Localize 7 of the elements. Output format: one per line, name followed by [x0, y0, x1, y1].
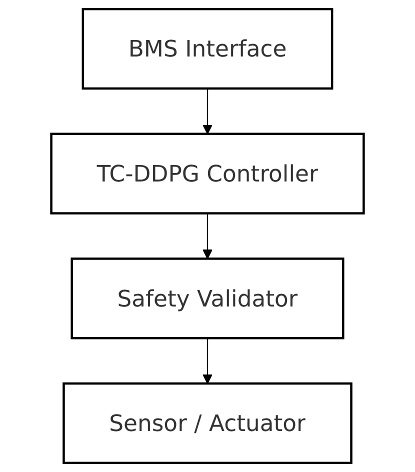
node-box — [70, 258, 344, 340]
arrow — [202, 338, 212, 384]
node-box — [62, 382, 352, 464]
node-box — [50, 132, 365, 214]
arrow — [202, 88, 212, 134]
arrow — [202, 213, 212, 260]
node-box — [82, 8, 334, 90]
